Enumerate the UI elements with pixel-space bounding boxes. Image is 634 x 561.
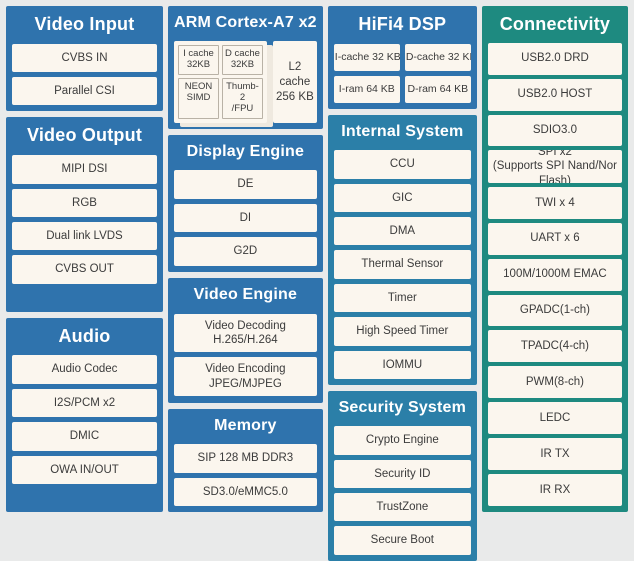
item-video-encoding[interactable]: Video Encoding JPEG/MJPEG — [173, 357, 317, 397]
mini-line-2: /FPU — [231, 103, 254, 115]
soc-block-diagram: Video Input CVBS IN Parallel CSI Video O… — [6, 6, 628, 561]
mini-line-2: 32KB — [186, 59, 211, 71]
item-mipi-dsi[interactable]: MIPI DSI — [12, 155, 157, 184]
item-dsp-i-ram[interactable]: I-ram 64 KB — [333, 75, 400, 103]
item-ir-tx[interactable]: IR TX — [487, 438, 622, 471]
item-dsp-d-ram[interactable]: D-ram 64 KB — [404, 75, 471, 103]
diagram-column-4: Connectivity USB2.0 DRD USB2.0 HOST SDIO… — [481, 6, 628, 512]
item-pwm[interactable]: PWM(8-ch) — [487, 366, 622, 399]
block-title: Memory — [214, 416, 277, 434]
block-hifi4-dsp: HiFi4 DSP I-cache 32 KB D-cache 32 KB I-… — [327, 6, 477, 109]
item-line-1: Video Encoding — [205, 363, 286, 376]
item-dsp-d-cache[interactable]: D-cache 32 KB — [404, 43, 471, 71]
item-dual-link-lvds[interactable]: Dual link LVDS — [12, 221, 157, 251]
mini-neon-simd[interactable]: NEON SIMD — [177, 78, 219, 119]
item-parallel-csi[interactable]: Parallel CSI — [12, 77, 157, 106]
item-video-decoding[interactable]: Video Decoding H.265/H.264 — [173, 313, 317, 353]
item-de[interactable]: DE — [173, 170, 317, 199]
item-sdio3[interactable]: SDIO3.0 — [487, 114, 622, 147]
item-line-2: JPEG/MJPEG — [208, 377, 282, 390]
item-owa-in-out[interactable]: OWA IN/OUT — [12, 455, 157, 484]
item-di[interactable]: DI — [173, 203, 317, 233]
item-usb2-drd[interactable]: USB2.0 DRD — [487, 42, 622, 75]
arm-core-stack: I cache 32KB D cache 32KB NEON SIMD Th — [173, 41, 273, 127]
item-line-1: Video Decoding — [204, 319, 286, 332]
block-security-system: Security System Crypto Engine Security I… — [327, 390, 477, 561]
item-audio-codec[interactable]: Audio Codec — [12, 355, 157, 384]
block-video-output: Video Output MIPI DSI RGB Dual link LVDS… — [6, 117, 163, 312]
block-title: HiFi4 DSP — [358, 14, 447, 34]
item-iommu[interactable]: IOMMU — [333, 350, 471, 379]
block-title: Video Engine — [193, 286, 298, 304]
block-arm-cortex-a7: ARM Cortex-A7 x2 I cache 32KB D cache 32… — [167, 6, 323, 129]
block-connectivity: Connectivity USB2.0 DRD USB2.0 HOST SDIO… — [481, 6, 628, 512]
diagram-column-1: Video Input CVBS IN Parallel CSI Video O… — [6, 6, 163, 512]
item-i2s-pcm[interactable]: I2S/PCM x2 — [12, 388, 157, 418]
item-line-2: H.265/H.264 — [213, 334, 278, 347]
item-g2d[interactable]: G2D — [173, 237, 317, 266]
block-title: Security System — [338, 398, 467, 416]
item-dma[interactable]: DMA — [333, 217, 471, 246]
block-video-engine: Video Engine Video Decoding H.265/H.264 … — [167, 278, 323, 403]
block-display-engine: Display Engine DE DI G2D — [167, 135, 323, 273]
diagram-column-3: HiFi4 DSP I-cache 32 KB D-cache 32 KB I-… — [327, 6, 477, 561]
block-title: Audio — [58, 325, 111, 346]
item-rgb[interactable]: RGB — [12, 188, 157, 217]
item-secure-boot[interactable]: Secure Boot — [333, 526, 471, 555]
dsp-memory-grid: I-cache 32 KB D-cache 32 KB I-ram 64 KB … — [333, 43, 471, 103]
block-title: Display Engine — [186, 143, 305, 160]
item-cvbs-in[interactable]: CVBS IN — [12, 43, 157, 73]
item-crypto-engine[interactable]: Crypto Engine — [333, 426, 471, 455]
item-emac[interactable]: 100M/1000M EMAC — [487, 258, 622, 291]
item-sd-emmc[interactable]: SD3.0/eMMC5.0 — [173, 477, 317, 507]
item-line-1: SPI x2 — [537, 150, 572, 159]
block-memory: Memory SIP 128 MB DDR3 SD3.0/eMMC5.0 — [167, 408, 323, 513]
block-title: Connectivity — [499, 14, 611, 34]
diagram-column-2: ARM Cortex-A7 x2 I cache 32KB D cache 32… — [167, 6, 323, 513]
mini-i-cache[interactable]: I cache 32KB — [177, 45, 219, 76]
item-security-id[interactable]: Security ID — [333, 459, 471, 489]
item-ir-rx[interactable]: IR RX — [487, 474, 622, 506]
item-high-speed-timer[interactable]: High Speed Timer — [333, 317, 471, 346]
mini-line-1: I cache — [183, 48, 214, 60]
item-ledc[interactable]: LEDC — [487, 402, 622, 435]
item-tpadc[interactable]: TPADC(4-ch) — [487, 330, 622, 363]
mini-line-1: NEON — [184, 81, 213, 93]
block-internal-system: Internal System CCU GIC DMA Thermal Sens… — [327, 114, 477, 385]
item-timer[interactable]: Timer — [333, 283, 471, 313]
block-title: Video Input — [34, 14, 135, 34]
item-spi[interactable]: SPI x2 (Supports SPI Nand/Nor Flash) — [487, 150, 622, 183]
mini-line-2: 32KB — [230, 59, 255, 71]
block-title: Internal System — [341, 122, 464, 140]
block-audio: Audio Audio Codec I2S/PCM x2 DMIC OWA IN… — [6, 317, 163, 512]
block-title: Video Output — [26, 125, 143, 146]
item-uart[interactable]: UART x 6 — [487, 222, 622, 255]
mini-line-2: SIMD — [186, 92, 211, 104]
core-cache-grid: I cache 32KB D cache 32KB NEON SIMD Th — [173, 41, 267, 123]
item-dsp-i-cache[interactable]: I-cache 32 KB — [333, 43, 400, 71]
item-cvbs-out[interactable]: CVBS OUT — [12, 255, 157, 284]
mini-line-1: Thumb-2 — [226, 81, 259, 104]
block-video-input: Video Input CVBS IN Parallel CSI — [6, 6, 163, 112]
item-gpadc[interactable]: GPADC(1-ch) — [487, 294, 622, 327]
item-ccu[interactable]: CCU — [333, 150, 471, 179]
l2-line-2: 256 KB — [276, 90, 314, 103]
mini-thumb2-fpu[interactable]: Thumb-2 /FPU — [221, 78, 263, 119]
item-dmic[interactable]: DMIC — [12, 422, 157, 451]
block-title: ARM Cortex-A7 x2 — [173, 14, 317, 31]
l2-line-1: L2 cache — [279, 60, 311, 88]
arm-core-row: I cache 32KB D cache 32KB NEON SIMD Th — [173, 41, 317, 127]
item-line-2: (Supports SPI Nand/Nor Flash) — [492, 160, 617, 183]
item-trustzone[interactable]: TrustZone — [333, 493, 471, 522]
item-usb2-host[interactable]: USB2.0 HOST — [487, 78, 622, 111]
item-l2-cache[interactable]: L2 cache 256 KB — [272, 41, 317, 123]
item-sip-ddr3[interactable]: SIP 128 MB DDR3 — [173, 444, 317, 473]
item-gic[interactable]: GIC — [333, 183, 471, 213]
mini-line-1: D cache — [225, 48, 260, 60]
item-thermal-sensor[interactable]: Thermal Sensor — [333, 250, 471, 279]
item-twi[interactable]: TWI x 4 — [487, 186, 622, 219]
mini-d-cache[interactable]: D cache 32KB — [221, 45, 263, 76]
